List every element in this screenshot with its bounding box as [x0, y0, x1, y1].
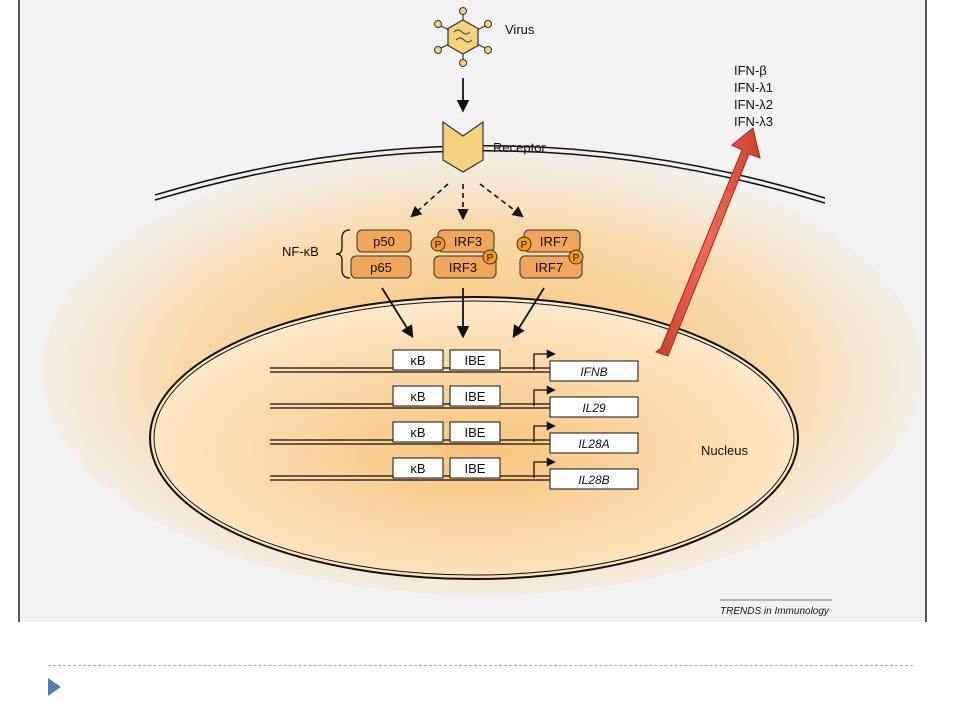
irf3-bottom-label: IRF3: [449, 260, 477, 275]
gene-row-il28b: κB IBE IL28B: [270, 457, 639, 490]
irf7-top-label: IRF7: [540, 234, 568, 249]
credit-text: TRENDS in Immunology: [720, 606, 830, 617]
irf7-to-ibe-arrow: [512, 287, 545, 339]
gene-label-il28b: IL28B: [578, 473, 609, 487]
ibe-element-label: IBE: [465, 425, 486, 440]
irf3-phospho-bottom: [482, 249, 498, 265]
nucleus-envelope-inner: [153, 300, 795, 576]
nfkb-to-kb-arrow: [381, 287, 414, 339]
diagram-svg: Virus Receptor NF-κB p50 p65 IRF3 IRF3 P…: [42, 7, 922, 617]
ibe-element-label: IBE: [465, 353, 486, 368]
ibe-element: [449, 421, 501, 443]
nucleus-label: Nucleus: [701, 443, 748, 458]
ifn-lambda2-label: IFN-λ2: [734, 97, 773, 112]
gene-label-il28a: IL28A: [578, 437, 609, 451]
irf3-phospho-top-label: P: [435, 240, 442, 251]
receptor-label: Receptor: [493, 140, 546, 155]
gene-box-il29: [549, 396, 639, 418]
gene-row-il29: κB IBE IL29: [270, 385, 639, 418]
cell-membrane-outer: [154, 145, 826, 199]
gene-row-il28a: κB IBE IL28A: [270, 421, 639, 454]
ibe-element: [449, 385, 501, 407]
kb-element: [392, 457, 444, 479]
kb-element-label: κB: [410, 425, 425, 440]
ifn-lambda3-label: IFN-λ3: [734, 114, 773, 129]
ibe-element: [449, 457, 501, 479]
irf3-phospho-top: [430, 236, 446, 252]
interferon-secretion-arrow: [654, 127, 761, 357]
ibe-element-label: IBE: [465, 389, 486, 404]
irf7-phospho-bottom-label: P: [573, 253, 580, 264]
kb-element-label: κB: [410, 353, 425, 368]
irf7-phospho-bottom: [568, 249, 584, 265]
slide-divider: [48, 665, 913, 666]
p50-label: p50: [373, 234, 395, 249]
irf3-protein-bottom: [433, 255, 497, 279]
tss-arrow: [533, 457, 556, 478]
gene-box-il28a: [549, 432, 639, 454]
ibe-element: [449, 349, 501, 371]
tss-arrow: [533, 349, 556, 370]
p65-label: p65: [370, 260, 392, 275]
virus-icon: [434, 7, 492, 67]
gene-box-ifnb: [549, 360, 639, 382]
irf3-top-label: IRF3: [454, 234, 482, 249]
gene-box-il28b: [549, 468, 639, 490]
play-triangle-icon[interactable]: [48, 678, 61, 696]
irf7-bottom-label: IRF7: [535, 260, 563, 275]
kb-element-label: κB: [410, 461, 425, 476]
cell-membrane-inner: [154, 150, 826, 204]
receptor-shape: [442, 120, 484, 173]
tss-arrow: [533, 385, 556, 406]
gene-label-ifnb: IFNB: [580, 365, 607, 379]
ibe-element-label: IBE: [465, 461, 486, 476]
gene-label-il29: IL29: [582, 401, 606, 415]
virus-label: Virus: [505, 22, 535, 37]
kb-element: [392, 385, 444, 407]
irf7-phospho-top-label: P: [521, 240, 528, 251]
irf7-phospho-top: [516, 236, 532, 252]
p65-protein: [350, 255, 412, 279]
kb-element: [392, 421, 444, 443]
tss-arrow: [533, 421, 556, 442]
signal-arrow-nfkb: [410, 183, 449, 218]
figure-panel: Virus Receptor NF-κB p50 p65 IRF3 IRF3 P…: [18, 0, 927, 622]
kb-element: [392, 349, 444, 371]
ifn-lambda1-label: IFN-λ1: [734, 80, 773, 95]
ifn-beta-label: IFN-β: [734, 63, 767, 78]
gene-row-ifnb: κB IBE IFNB: [270, 349, 639, 382]
irf7-protein-bottom: [519, 255, 583, 279]
nfkb-label: NF-κB: [282, 244, 319, 259]
p50-protein: [356, 229, 412, 253]
nfkb-brace: [335, 229, 351, 279]
kb-element-label: κB: [410, 389, 425, 404]
irf3-phospho-bottom-label: P: [487, 253, 494, 264]
